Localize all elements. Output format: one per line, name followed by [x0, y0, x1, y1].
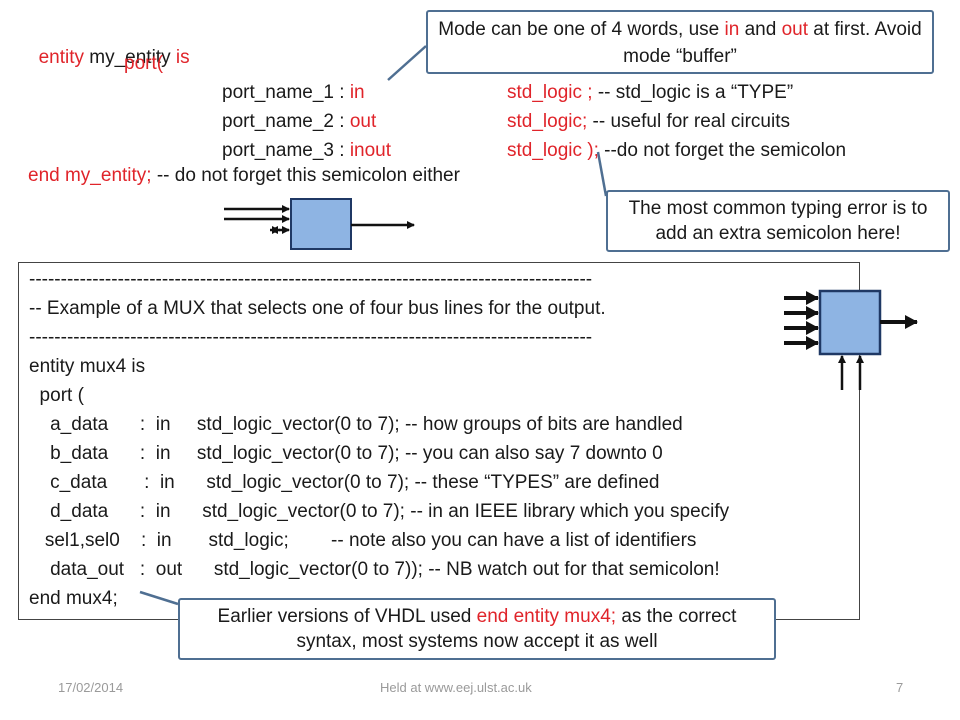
port-name-2: port_name_2 : [222, 111, 350, 132]
port-comment-3: --do not forget the semicolon [604, 140, 847, 161]
entity-block [290, 198, 352, 250]
code-line-1: ----------------------------------------… [29, 269, 593, 290]
port-mode-1: in [349, 82, 365, 103]
end-keyword: end [28, 165, 60, 186]
port-type-line-3: std_logic ); --do not forget the semicol… [507, 139, 846, 163]
mode-callout: Mode can be one of 4 words, use in and o… [426, 10, 934, 74]
end-comment: -- do not forget this semicolon either [151, 165, 460, 186]
entity-block-diagram [224, 198, 415, 250]
mode-callout-text-3: at first. Avoid mode “buffer” [623, 19, 922, 67]
code-line-4: entity mux4 is [29, 356, 146, 377]
code-line-5: port ( [29, 385, 84, 406]
mux-block [818, 289, 882, 356]
port-name-3: port_name_3 : [222, 140, 350, 161]
code-box: ----------------------------------------… [18, 262, 860, 620]
end-entity-callout-red: end entity mux4; [476, 606, 617, 627]
entity-line: entity my_entity is [28, 22, 190, 70]
port-type-1: std_logic ; [507, 82, 598, 103]
port-name-1: port_name_1 : [222, 82, 350, 103]
code-line-6: a_data : in std_logic_vector(0 to 7); --… [29, 414, 683, 435]
port-comment-2: -- useful for real circuits [592, 111, 790, 132]
port-line-2: port_name_2 : out [222, 110, 376, 134]
port-type-line-1: std_logic ; -- std_logic is a “TYPE” [507, 81, 793, 105]
code-line-12: end mux4; [29, 588, 118, 609]
port-keyword: port( [124, 53, 164, 74]
code-line-3: ----------------------------------------… [29, 327, 593, 348]
end-entity-name: my_entity; [59, 165, 152, 186]
footer-center: Held at www.eej.ulst.ac.uk [380, 680, 532, 695]
mode-callout-text-1: Mode can be one of 4 words, use [438, 19, 725, 40]
port-line-3: port_name_3 : inout [222, 139, 391, 163]
end-entity-callout-text-1: Earlier versions of VHDL used [217, 606, 477, 627]
semicolon-callout-leader [596, 151, 608, 197]
mode-callout-leader [387, 45, 427, 81]
code-line-10: sel1,sel0 : in std_logic; -- note also y… [29, 530, 697, 551]
port-type-3: std_logic ); [507, 140, 605, 161]
end-entity-callout: Earlier versions of VHDL used end entity… [178, 598, 776, 660]
entity-name: my_entity [83, 47, 176, 68]
code-line-11: data_out : out std_logic_vector(0 to 7))… [29, 559, 720, 580]
code-line-2: -- Example of a MUX that selects one of … [29, 298, 606, 319]
port-comment-1: -- std_logic is a “TYPE” [597, 82, 794, 103]
semicolon-callout: The most common typing error is to add a… [606, 190, 950, 252]
port-mode-3: inout [349, 140, 392, 161]
inout-arrow-left-head [270, 226, 278, 234]
footer-page-number: 7 [896, 680, 904, 695]
code-line-8: c_data : in std_logic_vector(0 to 7); --… [29, 472, 660, 493]
mode-callout-text-2: and [739, 19, 782, 40]
mux-block-diagram [784, 289, 918, 390]
mode-callout-in: in [724, 19, 740, 40]
footer-date: 17/02/2014 [58, 680, 124, 695]
port-type-line-2: std_logic; -- useful for real circuits [507, 110, 790, 134]
code-line-7: b_data : in std_logic_vector(0 to 7); --… [29, 443, 663, 464]
port-line-1: port_name_1 : in [222, 81, 365, 105]
end-entity-line: end my_entity; -- do not forget this sem… [28, 164, 460, 188]
mode-callout-out: out [781, 19, 808, 40]
port-type-2: std_logic; [507, 111, 593, 132]
port-mode-2: out [349, 111, 377, 132]
code-line-9: d_data : in std_logic_vector(0 to 7); --… [29, 501, 730, 522]
entity-keyword: entity [38, 47, 84, 68]
end-entity-callout-text-2: as the correct syntax, most systems now … [296, 606, 737, 652]
end-entity-callout-leader [139, 590, 179, 606]
is-keyword: is [175, 47, 190, 68]
